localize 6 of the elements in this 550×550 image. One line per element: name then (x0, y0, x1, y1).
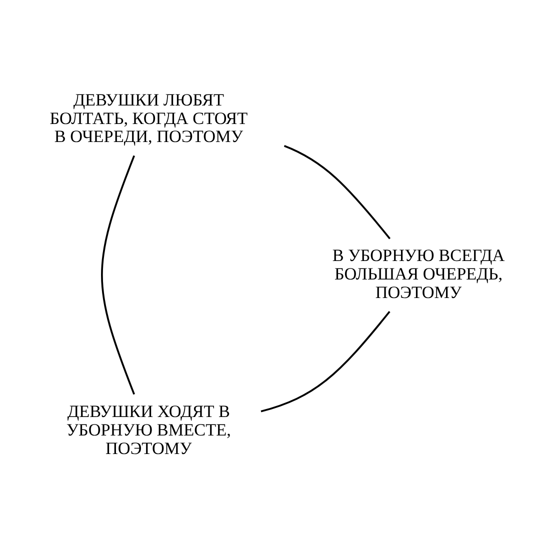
node-text: ДЕВУШКИ ЛЮБЯТ БОЛТАТЬ, КОГДА СТОЯТ В ОЧЕРЕДИ, ПОЭТОМУ (50, 90, 248, 146)
node-text: В УБОРНУЮ ВСЕГДА БОЛЬШАЯ ОЧЕРЕДЬ, ПОЭТОМУ (332, 246, 505, 302)
node-text: ДЕВУШКИ ХОДЯТ В УБОРНУЮ ВМЕСТЕ, ПОЭТОМУ (66, 402, 231, 458)
connector (284, 145, 391, 240)
connector (260, 311, 390, 412)
connector (101, 155, 136, 395)
